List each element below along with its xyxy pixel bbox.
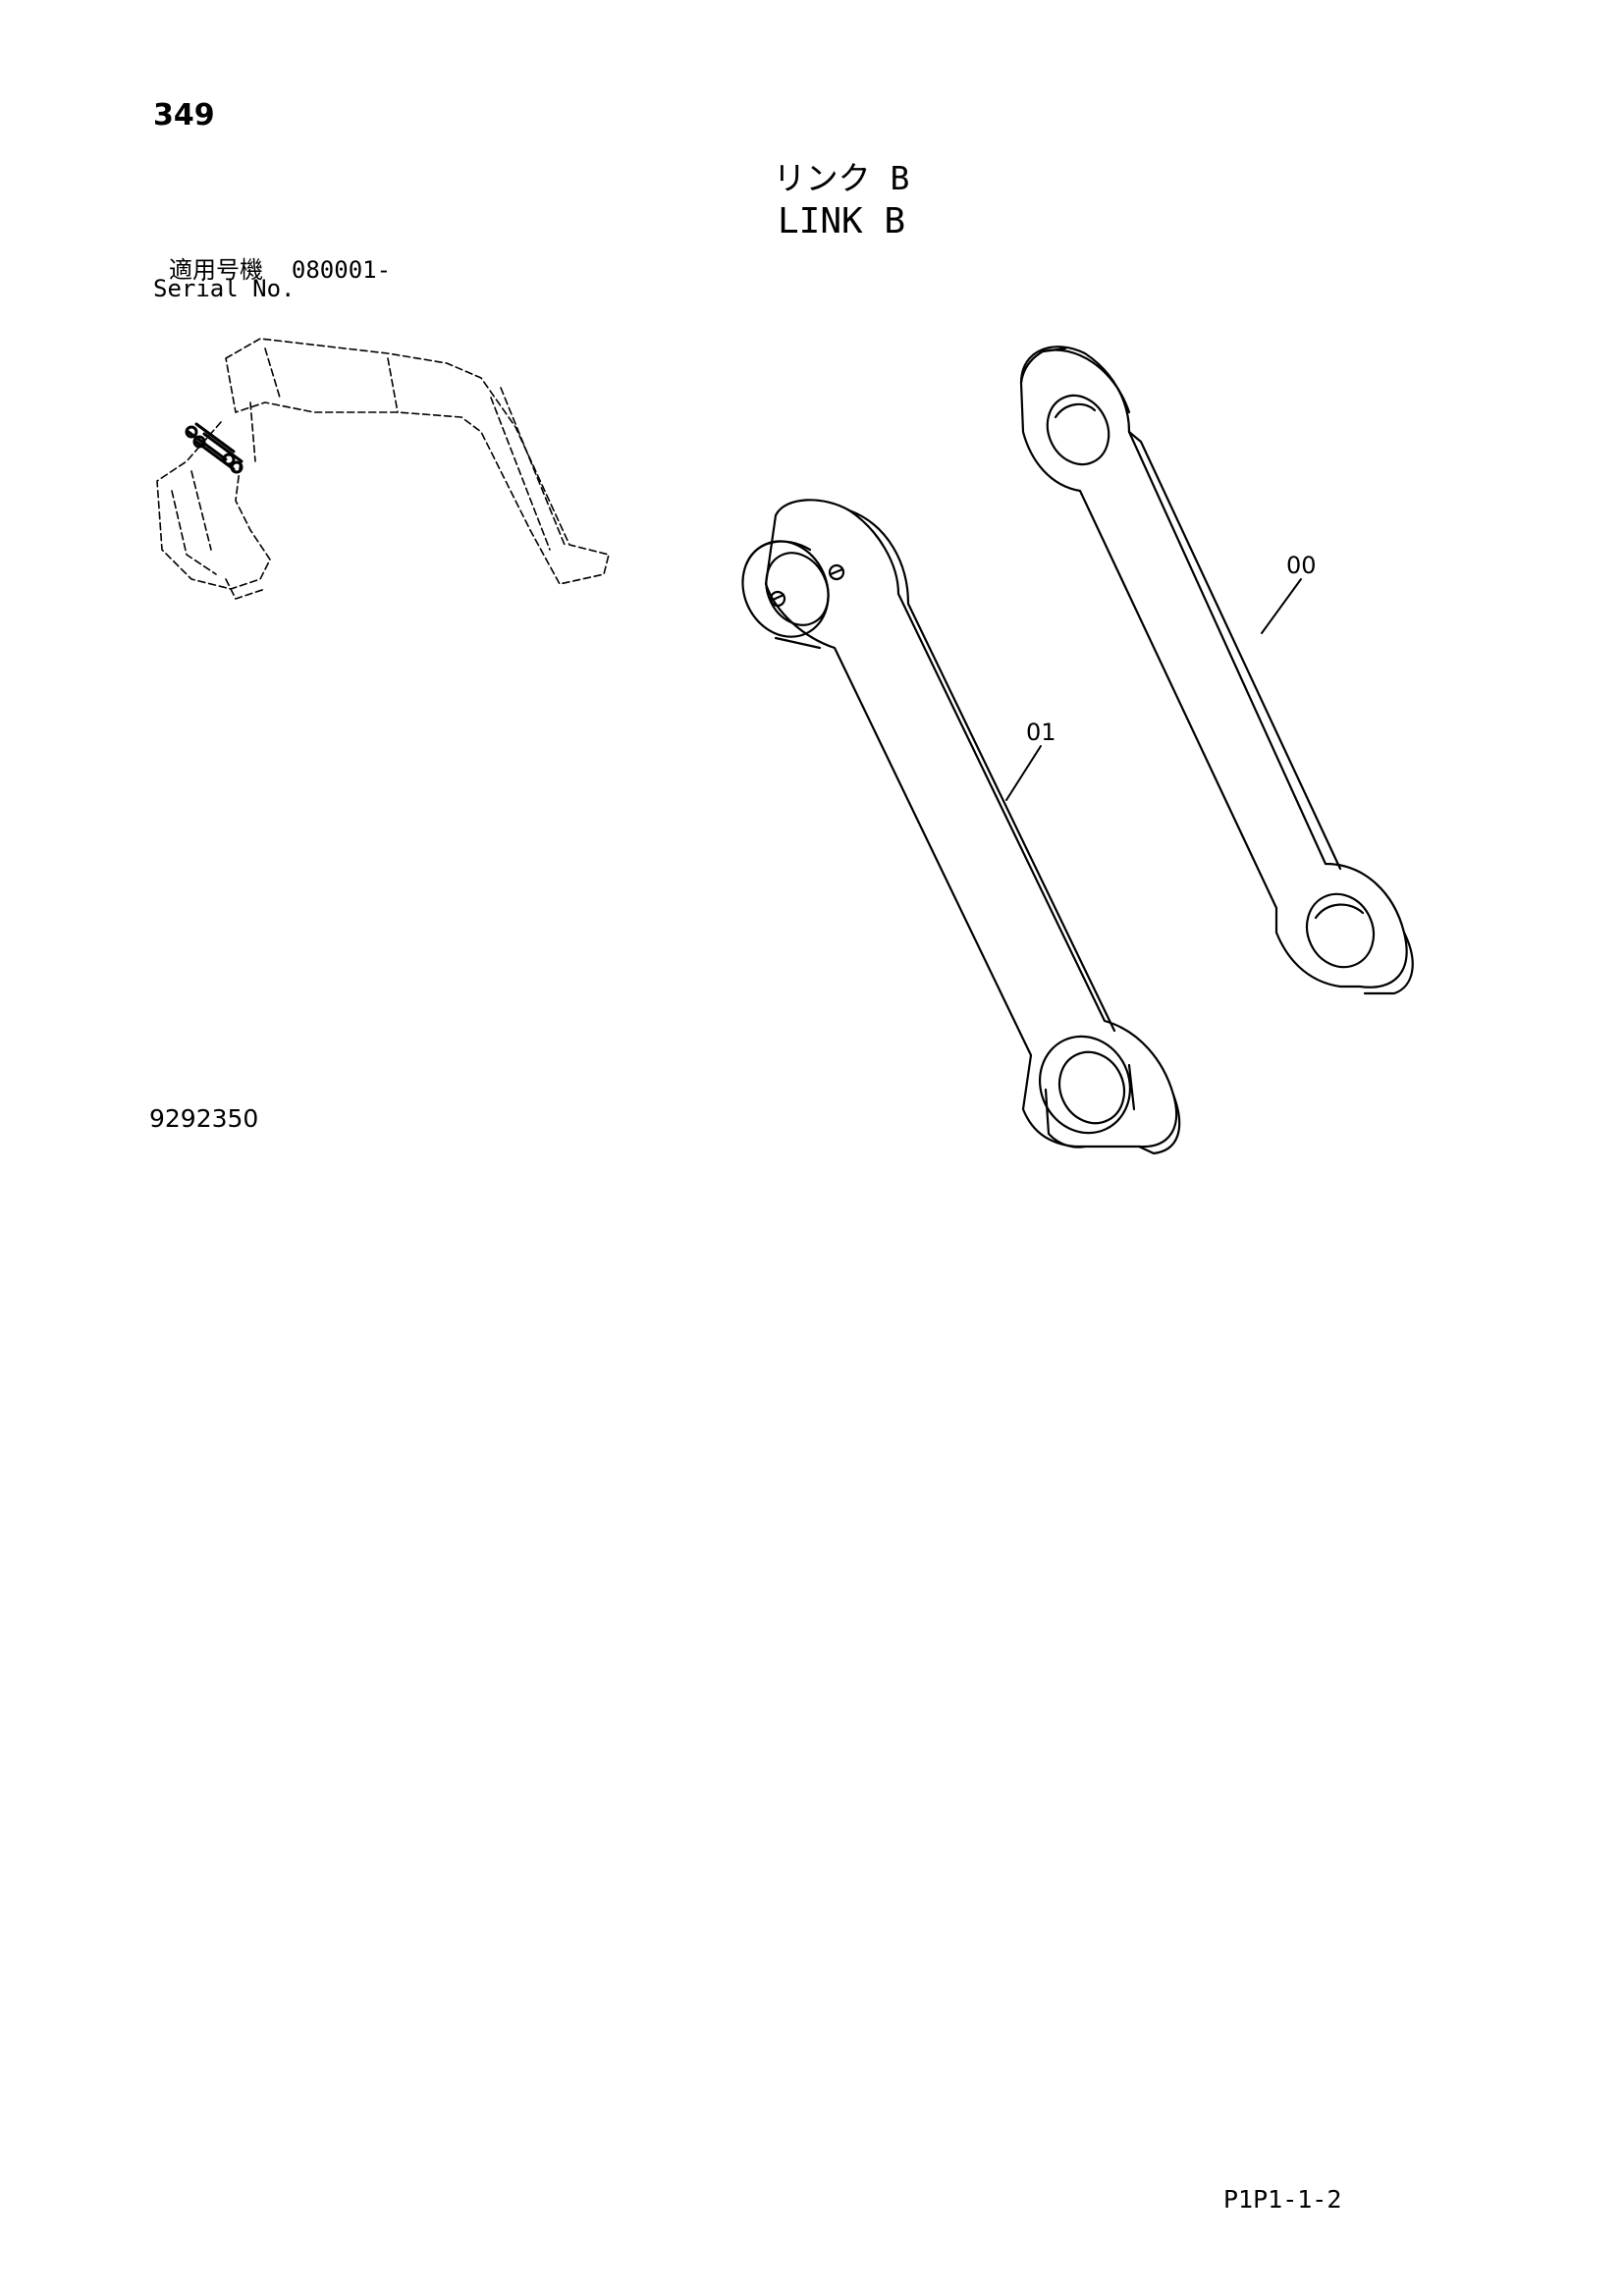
serial-value: 080001- [291,256,392,284]
serial-label-english: Serial No. [153,275,296,302]
footer-code: P1P1-1-2 [1223,2185,1342,2214]
title-english: LINK B [777,201,906,241]
leader-00 [1261,578,1302,634]
page-number: 349 [153,98,215,133]
title-japanese: リンク B [773,159,910,197]
serial-label-jp-text: 適用号機 [169,256,263,284]
callout-01-label: 01 [1026,719,1056,746]
locator-link-highlight [185,422,244,474]
part-00-drawing [1019,346,1414,995]
locator-sketch [156,338,610,600]
leader-01 [1005,745,1042,801]
drawing-number: 9292350 [149,1104,259,1133]
callout-leaders [1005,578,1302,801]
serial-label-japanese: 適用号機 080001- [169,250,391,285]
part-01-drawing [741,499,1181,1155]
callout-00-label: 00 [1286,552,1317,579]
